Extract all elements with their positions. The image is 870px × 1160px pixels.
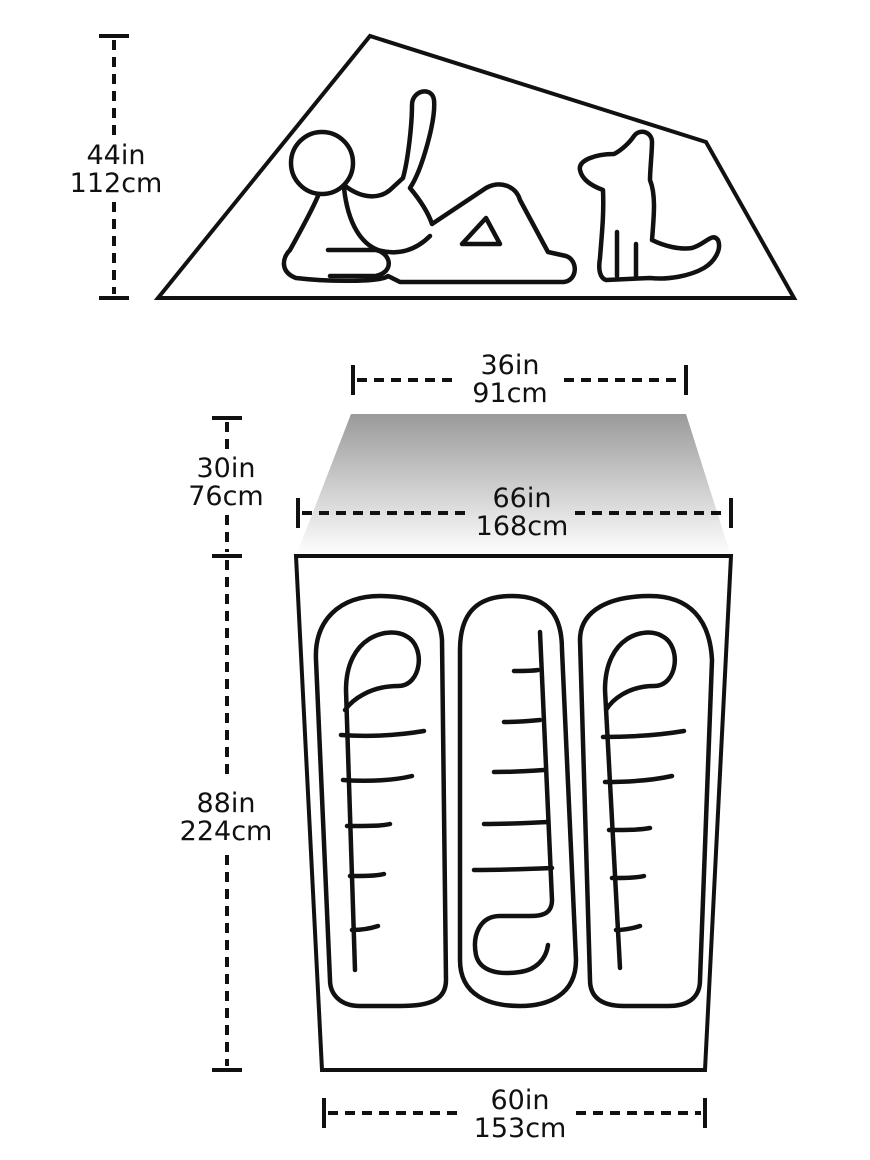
foot-width-cm: 153cm [473,1113,567,1144]
vestibule-depth-label: 30in 76cm [166,455,286,511]
person-body [281,89,577,285]
depth-dimension-line [212,416,242,1072]
vestibule-depth-inches: 30in [196,453,256,484]
peak-height-inches: 44in [86,140,146,171]
vestibule-area [296,414,731,556]
head-width-inches: 36in [480,350,540,381]
sleeping-bag-outline [313,593,449,1009]
head-width-label: 36in 91cm [450,352,570,408]
person-figure [281,89,577,285]
sleeping-bag-hood [472,629,555,976]
side-view [99,33,798,300]
dog-figure [577,129,722,283]
floor-plan [212,365,734,1128]
sleeping-bag-right [577,593,715,1009]
head-width-dimension-line [351,365,688,395]
person-knee-gap [459,215,503,247]
sleeping-bag-hood [602,630,677,971]
dog-body [577,129,722,283]
peak-height-cm: 112cm [69,168,163,199]
sleeping-bag-middle [457,593,579,1009]
sleeping-bag-outline [577,593,715,1009]
foot-width-dimension-line [322,1098,707,1128]
vestibule-width-cm: 168cm [475,511,569,542]
vestibule-width-dimension-line [296,498,733,528]
vestibule-depth-cm: 76cm [188,481,264,512]
sleeping-bag-left [313,593,449,1009]
foot-width-label: 60in 153cm [460,1087,580,1143]
person-arm [325,247,391,279]
person-head [288,129,356,197]
head-width-cm: 91cm [472,378,548,409]
height-dimension-line [99,34,129,300]
tent-floor-outline [293,554,734,1072]
vestibule-width-label: 66in 168cm [460,485,584,541]
peak-height-label: 44in 112cm [56,142,176,198]
floor-length-cm: 224cm [179,816,273,847]
vestibule-width-inches: 66in [492,483,552,514]
floor-length-label: 88in 224cm [166,790,286,846]
tent-side-profile [153,33,798,300]
sleeping-bag-outline [457,593,579,1009]
foot-width-inches: 60in [490,1085,550,1116]
floor-length-inches: 88in [196,788,256,819]
sleeping-bag-hood [342,630,421,973]
